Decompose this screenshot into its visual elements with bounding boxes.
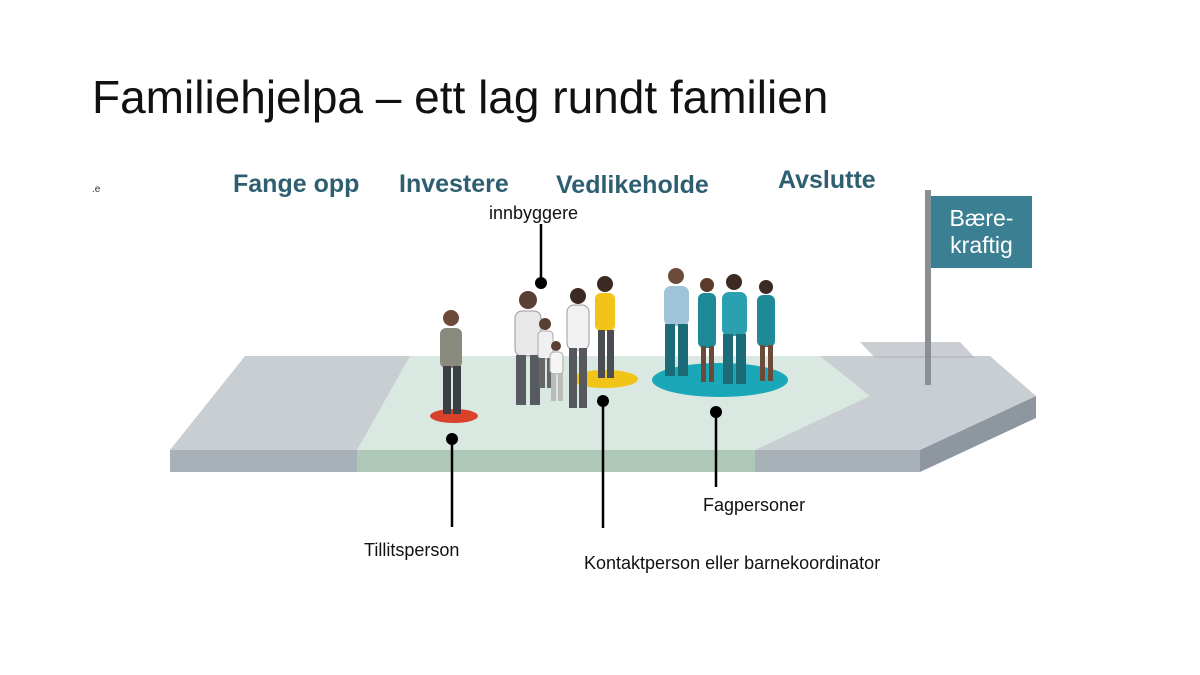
flag-line-1: Bære-	[949, 205, 1014, 231]
label-fagpersoner: Fagpersoner	[703, 495, 806, 515]
tillitsperson-figure	[440, 310, 462, 414]
phase-investere: Investere	[399, 170, 509, 198]
phase-avslutte: Avslutte	[778, 166, 876, 194]
phase-vedlikeholde: Vedlikeholde	[556, 171, 709, 199]
label-innbyggere: innbyggere	[489, 203, 579, 223]
page-title: Familiehjelpa – ett lag rundt familien	[92, 71, 829, 123]
kontaktperson-figure	[595, 276, 615, 378]
callout-innbyggere	[535, 224, 547, 289]
callout-kontaktperson	[597, 395, 609, 528]
yellow-disc	[572, 370, 638, 388]
red-disc	[430, 409, 478, 423]
fagpersoner-group	[664, 268, 775, 384]
label-kontaktperson: Kontaktperson eller barnekoordinator	[584, 553, 881, 573]
callout-tillitsperson	[446, 433, 458, 527]
callout-fagpersoner	[710, 406, 722, 487]
innbyggere-group	[514, 288, 590, 408]
label-tillitsperson: Tillitsperson	[364, 540, 460, 560]
flag-line-2: kraftig	[950, 232, 1013, 258]
baerekraftig-flag: Bære- kraftig	[931, 196, 1032, 268]
flag-pole	[925, 190, 931, 385]
tiny-mark: .e	[92, 184, 101, 195]
phase-fange-opp: Fange opp	[233, 170, 360, 198]
